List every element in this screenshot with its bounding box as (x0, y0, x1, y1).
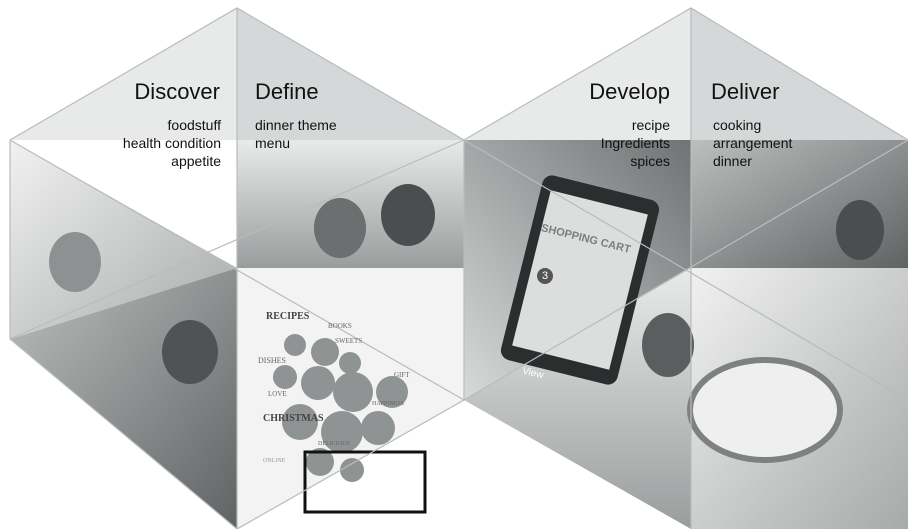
word-delicious: DELICIOUS (318, 441, 350, 447)
person-head (642, 313, 694, 377)
deliver-item: cooking (713, 117, 762, 133)
define-item: dinner theme (255, 117, 337, 133)
discover-item: foodstuff (167, 117, 221, 133)
develop-items: recipe Ingredients spices (560, 116, 670, 170)
laptop-frame (303, 450, 427, 514)
word-cloud (273, 334, 408, 482)
phone-badge: 3 (537, 268, 553, 284)
develop-item: Ingredients (600, 135, 670, 151)
word-christmas: CHRISTMAS (263, 413, 324, 424)
shopper-photo (464, 268, 691, 529)
person-head (162, 320, 218, 384)
word-sweets: SWEETS (335, 337, 363, 345)
phone-device (500, 175, 660, 385)
deliver-item: arrangement (713, 135, 793, 151)
deliver-item: dinner (713, 153, 752, 169)
define-item: menu (255, 135, 291, 151)
develop-item: recipe (631, 117, 670, 133)
word-books: BOOKS (328, 322, 352, 330)
person-head (381, 184, 435, 246)
word-love: LOVE (268, 390, 287, 398)
word-gift: GIFT (394, 371, 410, 379)
discover-title: Discover (134, 79, 220, 104)
develop-item: spices (630, 153, 670, 169)
word-online: ONLINE (263, 458, 286, 464)
deliver-title: Deliver (711, 79, 780, 104)
discover-items: foodstuff health condition appetite (80, 116, 221, 170)
rice-bowl (687, 357, 843, 463)
discover-item: health condition (122, 135, 221, 151)
discover-item: appetite (171, 153, 221, 169)
person-head (836, 200, 884, 260)
word-dishes: DISHES (258, 356, 287, 365)
define-title: Define (255, 79, 319, 104)
word-recipes: RECIPES (266, 311, 310, 322)
word-happiness: HAPPINESS (372, 401, 405, 407)
person-head (49, 232, 101, 292)
define-items: dinner theme menu (255, 116, 337, 152)
person-head (314, 198, 366, 258)
develop-title: Develop (589, 79, 670, 104)
deliver-items: cooking arrangement dinner (713, 116, 792, 170)
